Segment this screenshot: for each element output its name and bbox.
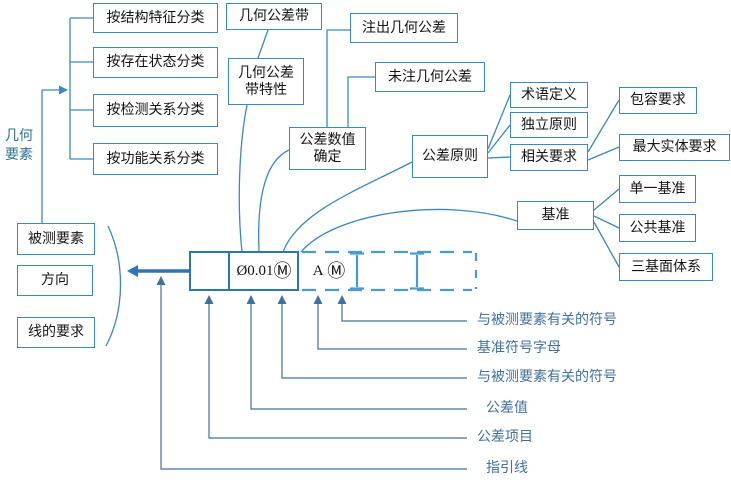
material-condition-icon: Ⓜ <box>327 261 346 281</box>
node-envelope-requirement: 包容要求 <box>619 87 697 114</box>
geometric-elements-label: 几何 要素 <box>5 129 33 163</box>
node-structure-classification: 按结构特征分类 <box>93 3 218 33</box>
node-function-classification: 按功能关系分类 <box>93 143 218 175</box>
node-tolerance-zone-characteristics: 几何公差 带特性 <box>228 58 304 105</box>
node-common-datum: 公共基准 <box>619 214 696 242</box>
node-specified-tolerance: 注出几何公差 <box>350 13 458 43</box>
node-tolerance-value-determination: 公差数值 确定 <box>289 127 366 170</box>
datum-letter-text: A <box>312 262 324 279</box>
node-three-plane-system: 三基面体系 <box>619 253 713 281</box>
material-condition-icon: Ⓜ <box>273 261 292 281</box>
node-measured-element: 被测要素 <box>17 223 95 255</box>
node-unspecified-tolerance: 未注几何公差 <box>375 62 485 92</box>
node-detection-classification: 按检测关系分类 <box>93 94 218 127</box>
node-tolerance-principle: 公差原则 <box>412 135 488 178</box>
frame-datum-reference-cell: A Ⓜ <box>300 252 358 290</box>
node-single-datum: 单一基准 <box>619 175 696 203</box>
callout-measured-element-symbol-upper: 与被测要素有关的符号 <box>477 313 617 328</box>
node-existence-classification: 按存在状态分类 <box>93 47 218 78</box>
node-independence-principle: 独立原则 <box>510 112 588 138</box>
node-term-definition: 术语定义 <box>510 82 588 108</box>
node-line-requirement: 线的要求 <box>17 317 95 348</box>
callout-tolerance-item: 公差项目 <box>477 430 533 445</box>
callout-leader-line: 指引线 <box>486 461 528 476</box>
node-direction: 方向 <box>17 265 93 296</box>
callout-measured-element-symbol-lower: 与被测要素有关的符号 <box>477 370 617 385</box>
callout-tolerance-value: 公差值 <box>486 401 528 416</box>
node-related-requirement: 相关要求 <box>510 144 588 171</box>
node-tolerance-zone: 几何公差带 <box>226 3 322 30</box>
tolerance-value-text: Ø0.01 <box>236 262 274 279</box>
callout-datum-letter: 基准符号字母 <box>477 341 561 356</box>
node-max-material-requirement: 最大实体要求 <box>619 134 730 161</box>
node-datum: 基准 <box>517 201 594 230</box>
